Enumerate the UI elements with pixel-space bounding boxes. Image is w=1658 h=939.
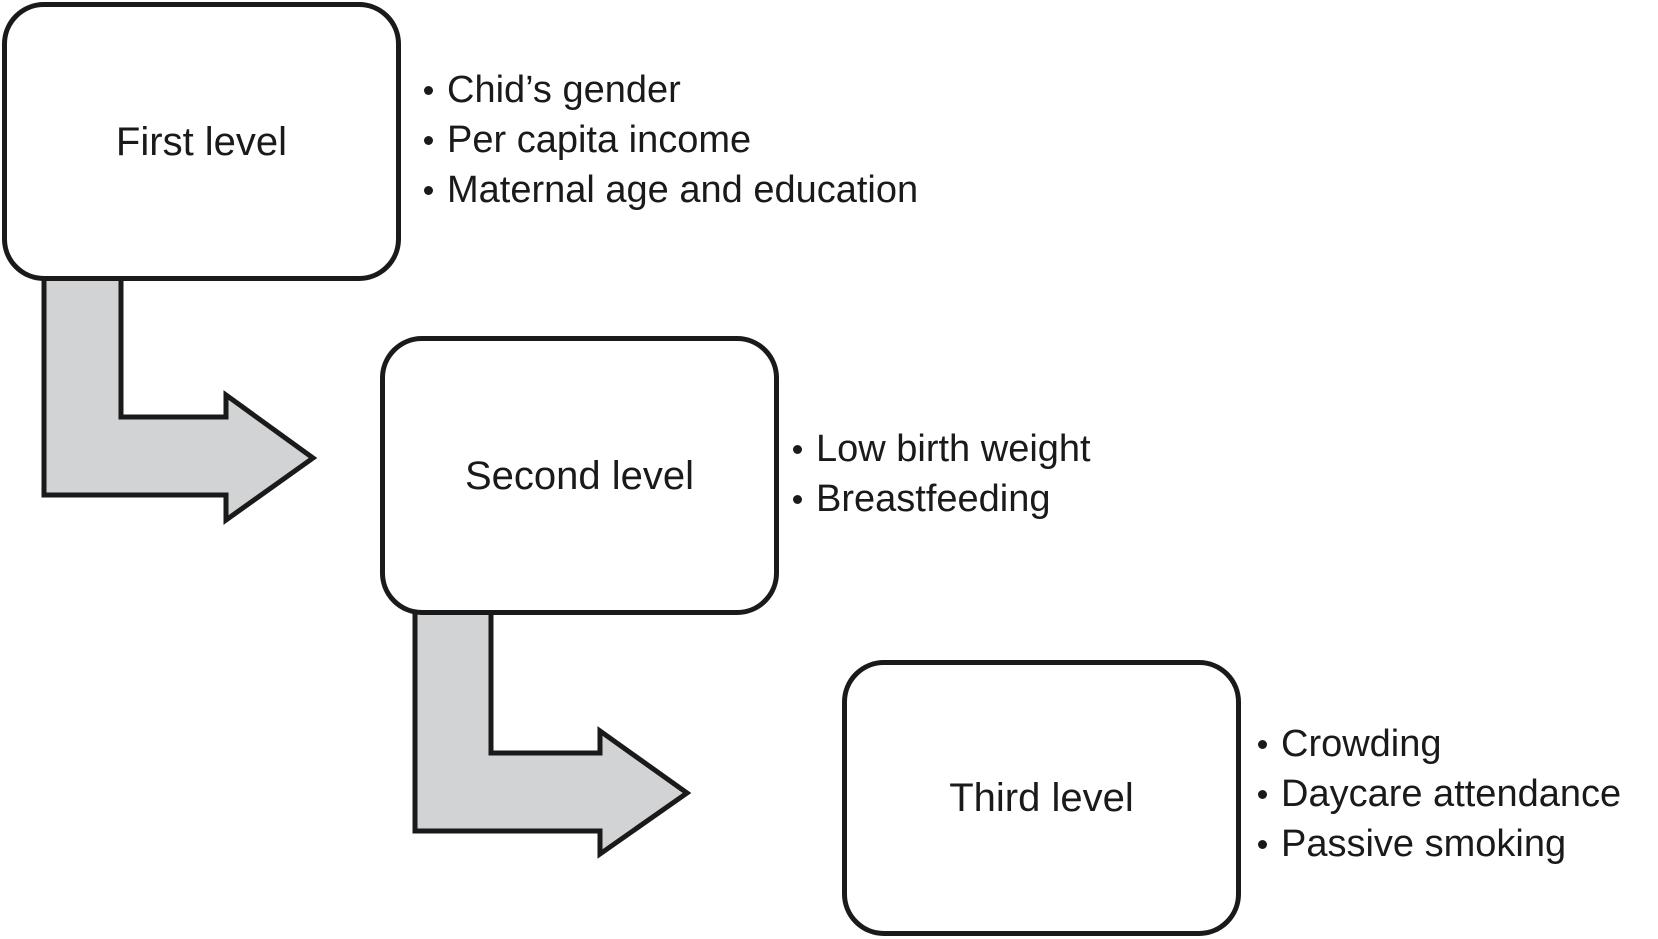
- factor-label: Low birth weight: [816, 428, 1091, 470]
- factor-item: Breastfeeding: [793, 474, 1091, 524]
- factor-label: Daycare attendance: [1281, 773, 1622, 815]
- factor-item: Daycare attendance: [1258, 769, 1621, 819]
- first-level-box: First level: [2, 2, 401, 281]
- bullet-icon: [1258, 739, 1267, 749]
- bullet-icon: [424, 135, 433, 145]
- bullet-icon: [1258, 839, 1267, 849]
- bullet-icon: [793, 444, 802, 454]
- bullet-icon: [424, 185, 433, 195]
- factor-label: Breastfeeding: [816, 478, 1051, 520]
- factor-item: Chid’s gender: [424, 65, 918, 115]
- factor-label: Maternal age and education: [447, 169, 919, 211]
- arrow-first-to-second: [41, 273, 318, 525]
- bullet-icon: [1258, 789, 1267, 799]
- third-level-factor-list: Crowding Daycare attendance Passive smok…: [1258, 719, 1621, 869]
- factor-item: Per capita income: [424, 115, 918, 165]
- first-level-factor-list: Chid’s gender Per capita income Maternal…: [424, 65, 918, 215]
- factor-label: Per capita income: [447, 119, 752, 161]
- factor-label: Crowding: [1281, 723, 1442, 765]
- third-level-label: Third level: [949, 776, 1134, 820]
- bullet-icon: [424, 85, 433, 95]
- factor-item: Maternal age and education: [424, 165, 918, 215]
- factor-item: Crowding: [1258, 719, 1621, 769]
- factor-label: Passive smoking: [1281, 823, 1567, 865]
- factor-label: Chid’s gender: [447, 69, 681, 111]
- second-level-box: Second level: [380, 336, 779, 615]
- third-level-box: Third level: [842, 660, 1241, 936]
- factor-item: Passive smoking: [1258, 819, 1621, 869]
- second-level-label: Second level: [464, 453, 695, 498]
- arrow-second-to-third: [412, 607, 692, 859]
- factor-item: Low birth weight: [793, 424, 1091, 474]
- first-level-label: First level: [115, 119, 288, 164]
- second-level-factor-list: Low birth weight Breastfeeding: [793, 424, 1091, 524]
- bullet-icon: [793, 494, 802, 504]
